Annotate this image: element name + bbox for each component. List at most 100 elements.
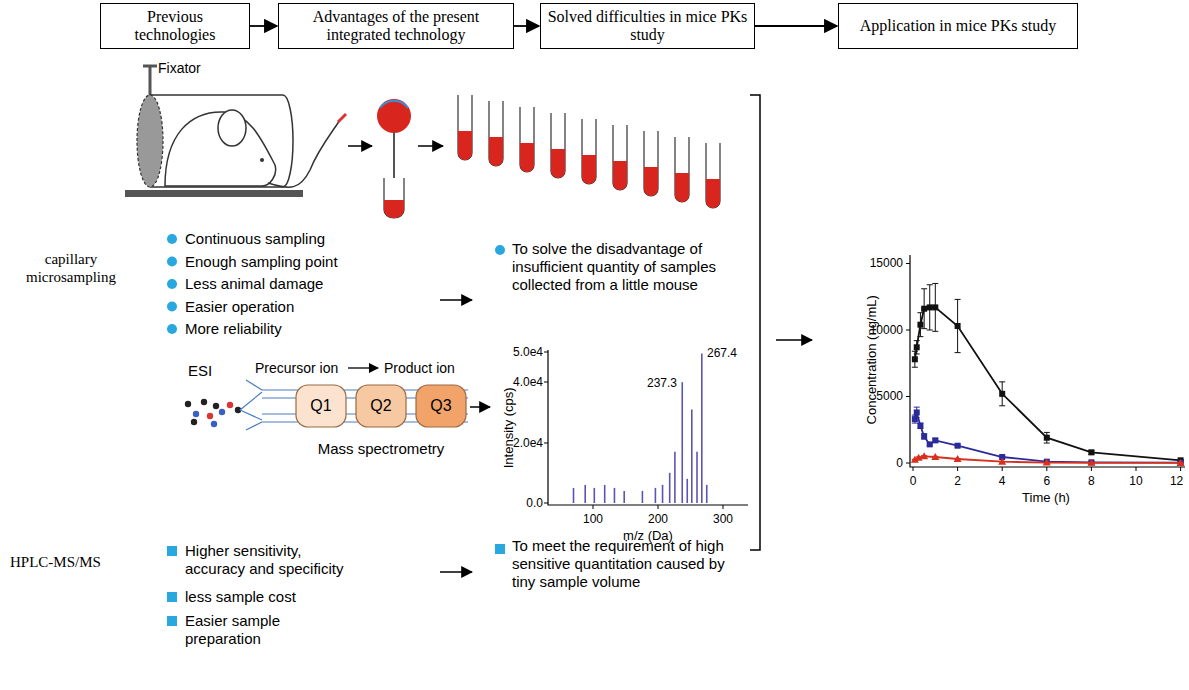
ion-dot [219,409,225,415]
text-label: More reliability [185,320,282,338]
ion-dot [191,419,197,425]
text-label: 5000 [876,389,903,403]
bullet-square [167,592,177,602]
data-point [927,441,933,447]
text-label: Enough sampling point [185,253,338,271]
bullet-dot [167,234,177,244]
blood [613,161,627,190]
box-text: Previous technologies [107,8,243,45]
data-point [955,323,961,329]
text-label: Q2 [370,396,391,415]
blood [489,137,503,166]
text-label: less sample cost [185,588,296,606]
error-bar [921,289,927,329]
pk-curve [915,307,1181,460]
text-label: 12 [1170,474,1183,488]
ion-dot [201,399,207,405]
ion-dot [227,402,233,408]
data-point [1043,459,1051,466]
spectrum-peak [696,452,698,503]
sample-tube [675,137,689,202]
data-point [954,455,962,462]
bullet-dot [167,279,177,289]
spectrum-peak [584,485,586,503]
data-point [1178,460,1184,466]
data-point [1177,459,1185,466]
spectrum-peak [674,452,676,503]
blood [582,155,596,184]
error-bar [927,285,933,330]
axis [910,255,1185,467]
sample-tube [644,131,658,196]
spectrum-peak [701,354,703,503]
ion-dot [211,421,217,427]
flow-arrow [250,25,277,27]
data-point [920,452,928,459]
data-point [1088,449,1094,455]
spectrum-peak [691,409,693,503]
text-label: Precursor ion [255,360,338,377]
text-label: 237.3 [647,376,677,390]
bullet-dot [167,324,177,334]
text-label: 300 [713,512,733,526]
text-label: 15000 [870,256,903,270]
text-label: Time (h) [1022,490,1070,506]
bullet-square [167,616,177,626]
error-bar [955,299,961,352]
sample-tube [613,125,627,190]
text-label: Q3 [430,396,451,415]
text-label: 6 [1043,474,1050,488]
spectrum-peak [593,488,595,503]
sample-tube [551,113,565,178]
spectrum-peak [614,488,616,503]
bullet-dot [167,302,177,312]
blood [551,149,565,178]
text-label: Mass spectrometry [318,440,445,458]
sample-tube [520,107,534,172]
pk-curve [915,413,1181,463]
process-box: Solved difficulties in mice PKs study [540,3,755,49]
data-point [921,306,927,312]
text-label: 8 [1088,474,1095,488]
data-point [914,409,920,415]
spectrum-peak [623,491,625,503]
platform [125,190,303,197]
spectrum-peak [669,473,671,503]
blood [706,179,720,208]
sample-tube [582,119,596,184]
spectrum-peak [573,488,575,503]
data-point [931,453,939,460]
text-label: Easier operation [185,298,294,316]
text-label: ESI [188,362,212,380]
spectrum-peak [681,382,683,503]
text-label: Product ion [384,360,455,377]
ion-dot [193,411,199,417]
text-label: Concentration (ng/mL) [864,295,880,424]
blood [458,131,472,160]
data-point [1087,459,1095,466]
text-label: 5.0e4 [513,345,543,359]
data-point [998,458,1006,465]
spectrum-peak [706,485,708,503]
spectrum-peak [686,479,688,503]
bullet-square [167,546,177,556]
data-point [1044,435,1050,441]
data-point [999,391,1005,397]
sample-tube [706,143,720,208]
bullet-dot [167,257,177,267]
data-point [955,443,961,449]
data-point [912,356,918,362]
error-bar [999,382,1005,406]
text-label: Less animal damage [185,275,323,293]
spectrum-peak [642,491,644,503]
bullet-square [495,544,505,554]
error-bar [932,283,938,331]
error-bar [1044,432,1050,443]
spectrum-peak [604,485,606,503]
ion-dot [185,401,191,407]
data-point [921,433,927,439]
data-point [917,322,923,328]
text-label: Continuous sampling [185,230,325,248]
blood [675,173,689,202]
data-point [914,344,920,350]
